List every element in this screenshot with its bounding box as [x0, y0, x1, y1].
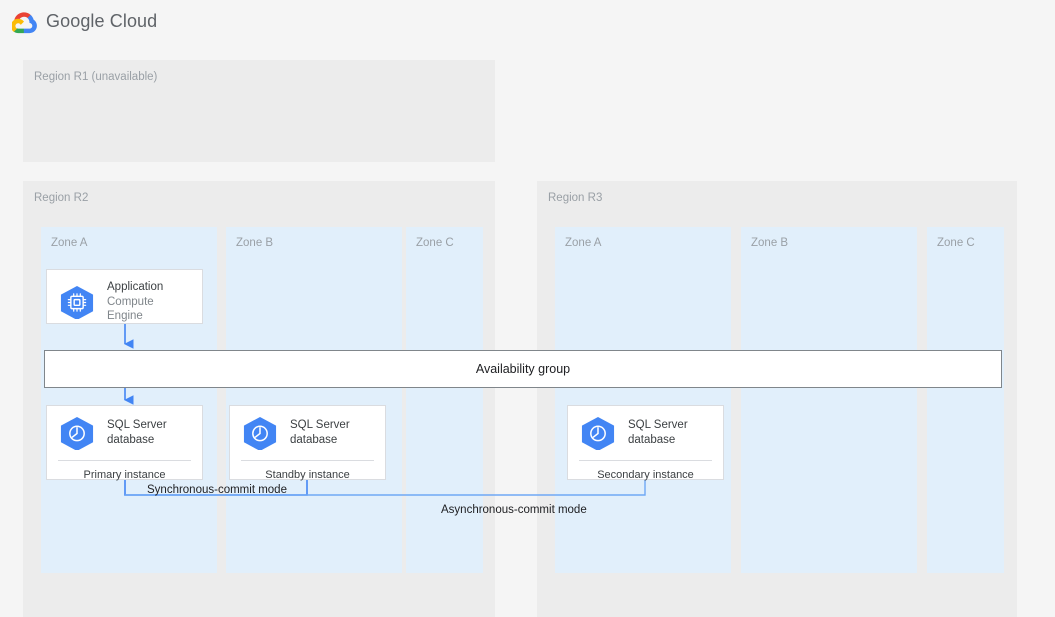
zone-r2-a-label: Zone A: [51, 237, 88, 249]
availability-group-label: Availability group: [475, 362, 571, 376]
zone-r2-b: Zone B: [226, 227, 402, 573]
zone-r3-a-label: Zone A: [565, 237, 602, 249]
region-r1-label: Region R1 (unavailable): [34, 71, 158, 83]
region-r1: Region R1 (unavailable): [23, 60, 495, 162]
card-sql-server-primary-footer: Primary instance: [83, 469, 166, 481]
google-cloud-wordmark: Google Cloud: [46, 11, 158, 31]
google-cloud-logo-icon: [12, 12, 37, 34]
card-sql-server-secondary-title: SQL Server database: [628, 419, 688, 446]
zone-r2-b-label: Zone B: [236, 237, 274, 249]
card-sql-server-standby-footer: Standby instance: [265, 469, 350, 481]
availability-group-box: Availability group: [44, 350, 1002, 388]
sql-server-database-icon: [579, 416, 617, 451]
card-divider: [241, 460, 374, 461]
zone-r3-a: Zone A: [555, 227, 731, 573]
zone-r2-c: Zone C: [406, 227, 483, 573]
region-r2-label: Region R2: [34, 192, 89, 204]
page-header: Google Cloud: [0, 0, 1055, 44]
card-sql-server-primary[interactable]: SQL Server database Primary instance: [46, 405, 203, 481]
card-divider: [579, 460, 712, 461]
zone-r2-c-label: Zone C: [416, 237, 454, 249]
zone-r3-c: Zone C: [927, 227, 1004, 573]
card-application[interactable]: Application Compute Engine: [46, 269, 203, 324]
sql-server-database-icon: [58, 416, 96, 451]
card-sql-server-secondary-footer: Secondary instance: [597, 469, 694, 481]
card-application-subtitle: Compute Engine: [107, 295, 154, 323]
zone-r3-b: Zone B: [741, 227, 917, 573]
compute-engine-icon: [58, 285, 96, 321]
zone-r3-c-label: Zone C: [937, 237, 975, 249]
edge-label-sync-commit: Synchronous-commit mode: [147, 484, 287, 496]
card-sql-server-standby[interactable]: SQL Server database Standby instance: [229, 405, 386, 481]
sql-server-database-icon: [241, 416, 279, 451]
region-r3-label: Region R3: [548, 192, 603, 204]
card-sql-server-primary-title: SQL Server database: [107, 419, 167, 446]
zone-r3-b-label: Zone B: [751, 237, 789, 249]
edge-label-async-commit: Asynchronous-commit mode: [441, 504, 587, 516]
card-sql-server-secondary[interactable]: SQL Server database Secondary instance: [567, 405, 724, 481]
card-application-title: Application: [107, 281, 164, 293]
card-sql-server-standby-title: SQL Server database: [290, 419, 350, 446]
architecture-diagram-canvas: Region R1 (unavailable) Region R2 Region…: [0, 44, 1055, 617]
card-divider: [58, 460, 191, 461]
